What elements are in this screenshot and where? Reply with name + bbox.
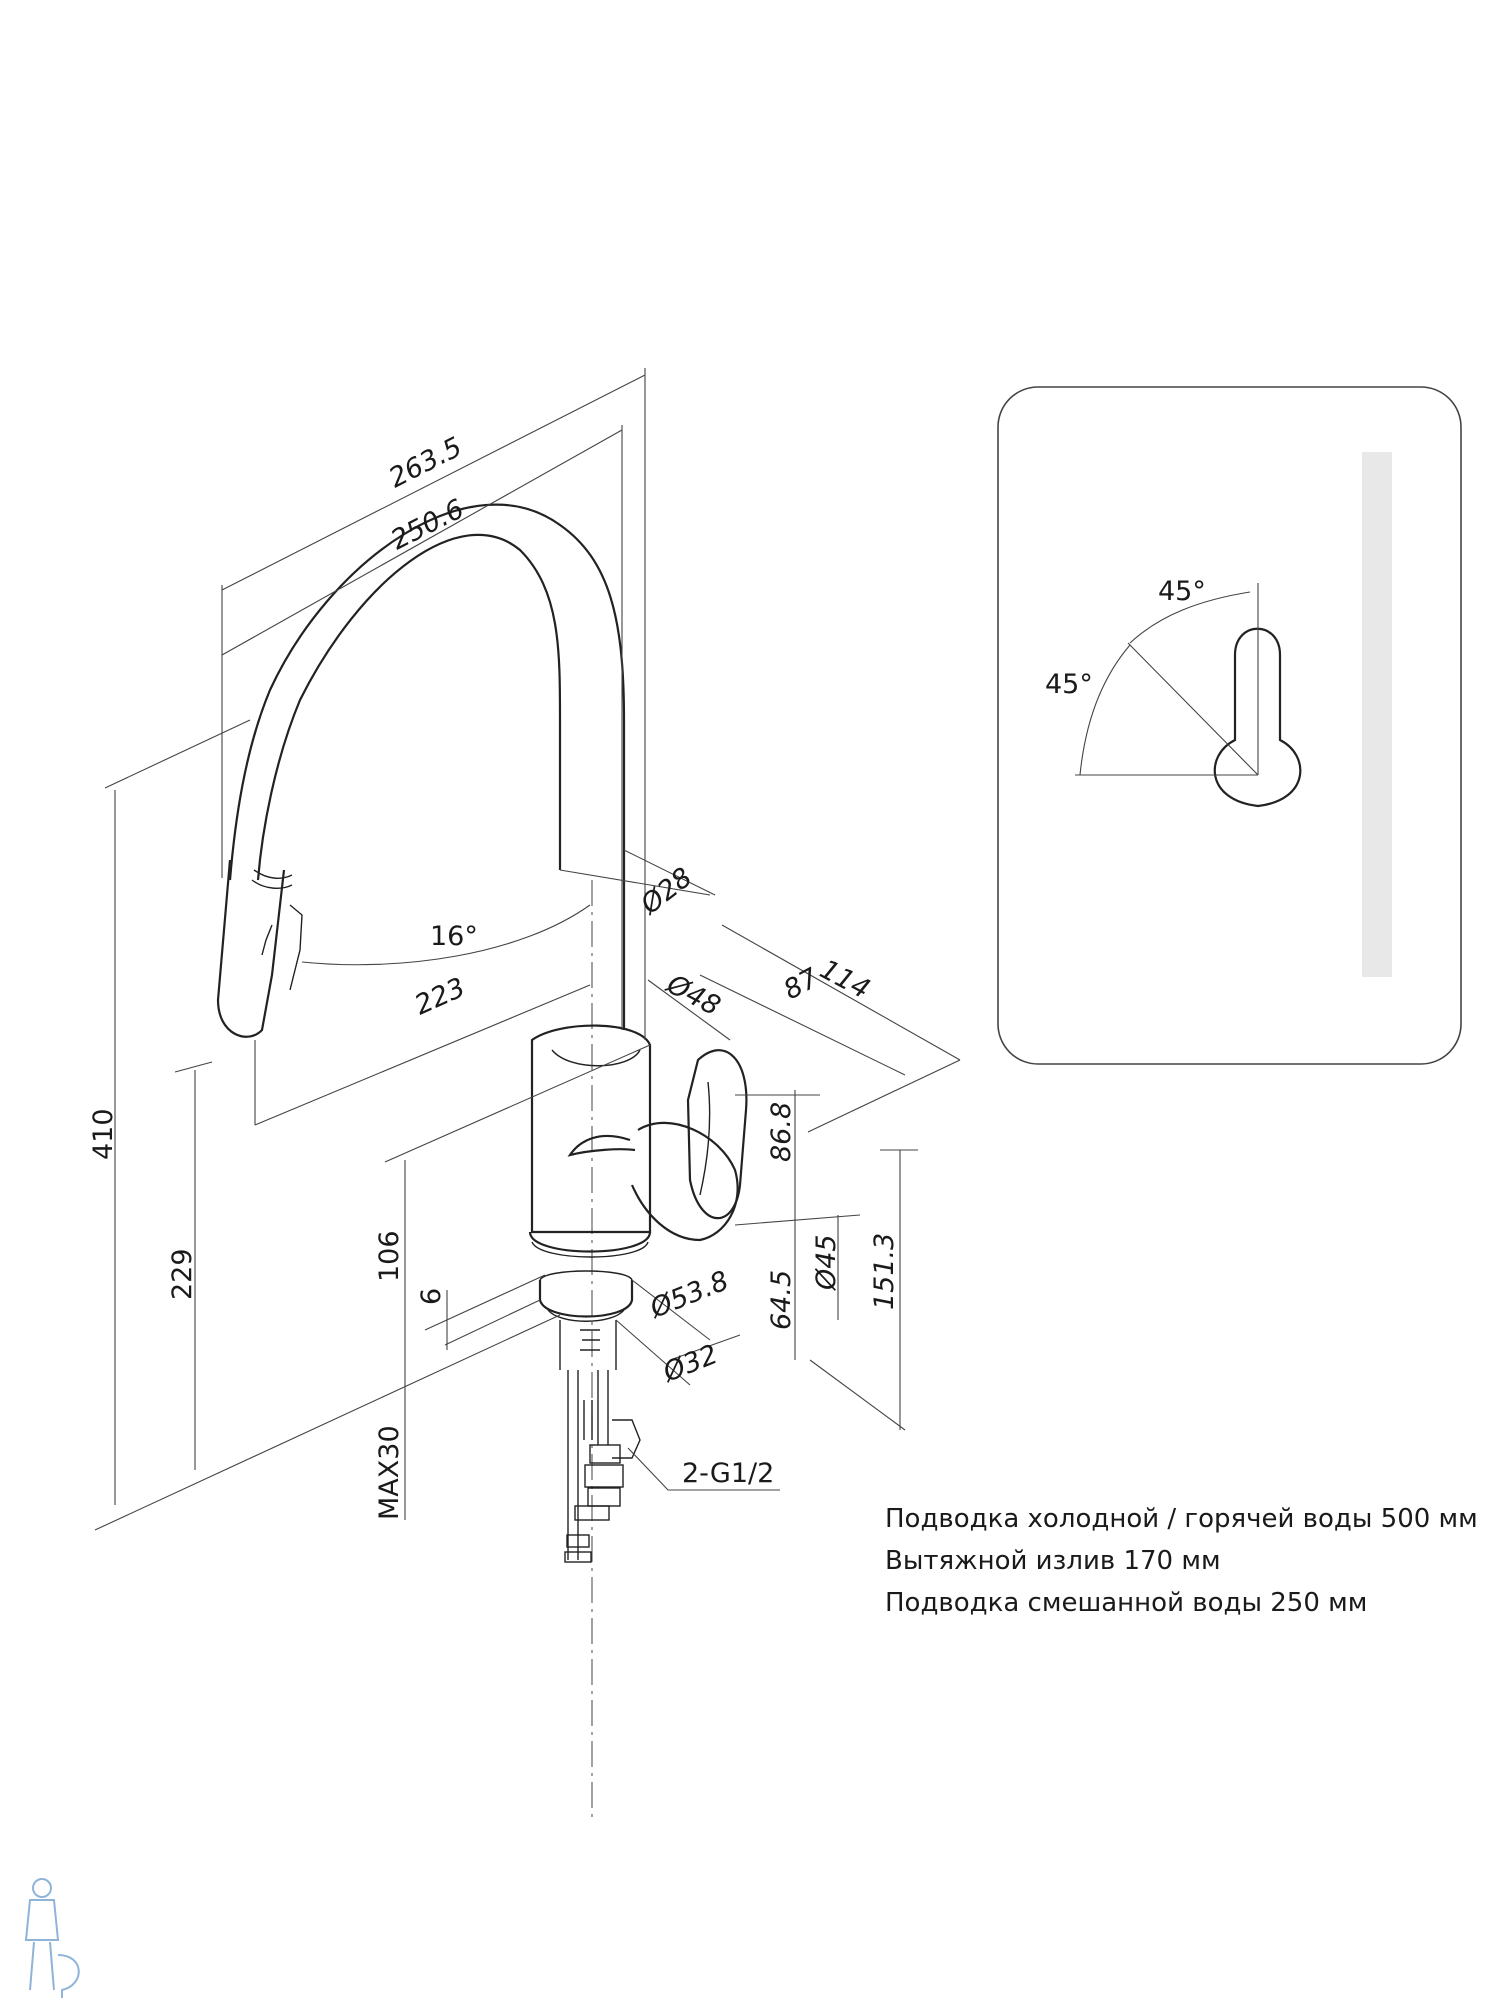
dim-base-height: 106	[374, 1230, 405, 1282]
dim-handle-angle: 16°	[430, 921, 478, 952]
faucet-side-view	[216, 503, 748, 1820]
dim-handle-reach: 114	[815, 954, 875, 1006]
dimension-lines	[94, 368, 961, 1531]
dim-body-to-handle: 87	[779, 963, 824, 1007]
installation-notes: Подводка холодной / горячей воды 500 мм …	[885, 1498, 1485, 1624]
handle-slot	[1362, 452, 1392, 977]
dim-total-height: 410	[88, 1108, 119, 1160]
note-mixed-supply: Подводка смешанной воды 250 мм	[885, 1588, 1368, 1618]
dimension-labels: 263.5 250.6 410 229 16° 223 Ø28 Ø48 114 …	[88, 432, 900, 1520]
angle-top-label: 45°	[1158, 576, 1206, 607]
dim-flange-diameter: Ø53.8	[645, 1265, 733, 1325]
dim-spout-height: 229	[167, 1248, 198, 1300]
dim-spout-diameter: Ø28	[634, 862, 698, 921]
note-supply-hoses: Подводка холодной / горячей воды 500 мм	[885, 1504, 1478, 1534]
dim-lever-diameter: Ø45	[811, 1234, 842, 1291]
plumber-logo-icon	[24, 1878, 80, 1998]
dim-max-countertop: MAX30	[374, 1425, 405, 1520]
dim-body-height: 151.3	[869, 1233, 900, 1310]
dim-lever-height: 64.5	[766, 1270, 797, 1330]
dim-handle-height: 86.8	[766, 1102, 797, 1162]
dim-base-flange: 6	[416, 1288, 447, 1305]
note-pullout-spout: Вытяжной излив 170 мм	[885, 1546, 1221, 1576]
handle-top-view	[1213, 627, 1302, 808]
rotation-panel-frame	[997, 386, 1462, 1065]
dim-connection: 2-G1/2	[682, 1458, 774, 1489]
rotation-view-panel: 45° 45°	[997, 386, 1462, 1065]
dim-shank-diameter: Ø32	[658, 1339, 722, 1389]
dim-total-reach: 263.5	[384, 432, 467, 495]
dim-body-diameter: Ø48	[661, 968, 726, 1022]
angle-left-label: 45°	[1045, 669, 1093, 700]
dim-spout-projection: 223	[410, 972, 470, 1021]
dim-spout-reach: 250.6	[386, 494, 469, 557]
